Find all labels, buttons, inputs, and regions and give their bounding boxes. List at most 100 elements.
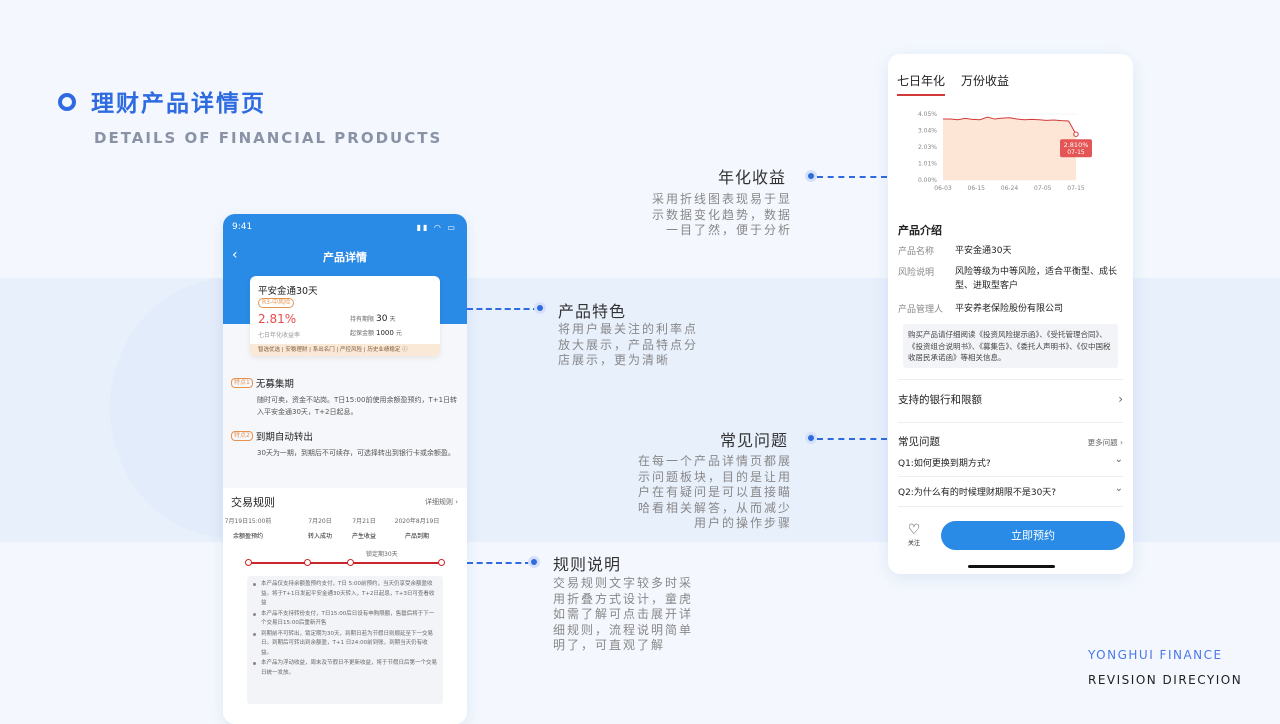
timeline-dot: [304, 559, 311, 566]
rules-box: 本产品仅支持余额盈预约支付，T日 5:00前预约，当天仍享受余额盈收益。将于T+…: [247, 576, 443, 704]
annotation-desc: 在每一个产品详情页都展示问题板块，目的是让用户在有疑问是可以直接瞄哈看相关解答，…: [638, 454, 793, 530]
hold-unit: 天: [389, 316, 396, 323]
tab-per-10k[interactable]: 万份收益: [961, 74, 1010, 88]
x-tick-label: 06-24: [1001, 185, 1019, 192]
timeline-line: [247, 562, 443, 564]
divider: [898, 506, 1123, 507]
feature-desc: 随时可卖，资金不站岗。T日15:00前使用余额盈预约，T+1日转入平安金通30天…: [257, 396, 458, 416]
timeline-step: 7月20日转入成功: [291, 516, 349, 542]
annotation-desc: 交易规则文字较多时采用折叠方式设计，童虎如需了解可点击展开详细规则，流程说明简单…: [553, 576, 694, 652]
status-time: 9:41: [232, 222, 253, 232]
annotation-line: [467, 308, 539, 310]
divider: [898, 379, 1123, 380]
min-value: 1000: [376, 329, 394, 337]
lock-period: 锁定期30天: [363, 549, 401, 558]
favorite-label: 关注: [907, 540, 920, 547]
trade-rules: 交易规则 详细规则 › 7月19日15:00前余额盈预约 7月20日转入成功 7…: [223, 488, 467, 724]
favorite-button[interactable]: ♡ 关注: [904, 522, 924, 547]
faq-question: Q1:如何更换到期方式?: [898, 459, 991, 469]
page-title: 理财产品详情页: [91, 91, 266, 117]
annotation-title: 年化收益: [718, 168, 787, 187]
divider: [898, 476, 1123, 477]
annotation-dot-icon: [805, 432, 817, 444]
product-info-phone: 七日年化 万份收益 4.05% 3.04% 2.03% 1.01% 0.00%06-03 0…: [888, 54, 1133, 574]
bank-limits-label: 支持的银行和限额: [898, 394, 982, 406]
field-key: 产品管理人: [898, 305, 944, 315]
timeline-label: 产生收益: [351, 533, 376, 540]
faq-item[interactable]: Q1:如何更换到期方式?⌄: [898, 454, 1123, 469]
annotation-title: 常见问题: [720, 431, 789, 450]
brand-line-1: YONGHUI FINANCE: [1088, 648, 1223, 662]
series-line: [943, 116, 1077, 135]
x-tick-label: 07-05: [1034, 185, 1052, 192]
divider: [898, 422, 1123, 423]
chevron-right-icon: ›: [1118, 392, 1123, 406]
tab-seven-day[interactable]: 七日年化: [897, 72, 946, 96]
timeline-label: 转入成功: [307, 533, 332, 540]
rate-value: 2.81%: [258, 312, 297, 326]
y-tick-label: 3.04%: [918, 128, 937, 135]
timeline-label: 产品到期: [404, 533, 429, 540]
rule-item: 本产品不支持转份支付，T日15:00后日设有申购限额，售罄后将于下一个交易日15…: [253, 610, 437, 629]
notice-box[interactable]: 购买产品请仔细阅读《投资风险提示函》、《受托管理合同》、《投资组合说明书》、《募…: [903, 324, 1118, 368]
heart-plus-icon: ♡: [907, 522, 921, 538]
rule-item: 到期前不可转出，锁定期为30天，到期日若为节假日则顺延至下一交易日。到期后可转出…: [253, 630, 437, 659]
brand-line-2: REVISION DIRECYION: [1088, 673, 1243, 687]
intro-title: 产品介绍: [898, 224, 942, 237]
field-value: 风险等级为中等风险，适合平衡型、成长型、进取型客户: [955, 267, 1118, 291]
annotation-desc: 采用折线图表现易于显示数据变化趋势，数据一目了然，便于分析: [651, 192, 792, 237]
field-key: 风险说明: [898, 268, 935, 278]
faq-item[interactable]: Q2:为什么有的时候理财期限不是30天? ⌄: [898, 483, 1123, 498]
hold-label: 持有期限: [350, 316, 375, 323]
faq-question: Q2:为什么有的时候理财期限不是30天?: [898, 488, 1057, 498]
y-tick-label: 1.01%: [918, 161, 937, 168]
callout-box: [1060, 139, 1092, 158]
annotation-line: [817, 176, 887, 178]
timeline-dot: [347, 559, 354, 566]
y-tick-label: 4.05%: [918, 111, 937, 118]
chevron-down-icon: ⌄: [1114, 483, 1123, 494]
reserve-button[interactable]: 立即预约: [941, 521, 1125, 550]
min-unit: 元: [395, 330, 402, 337]
timeline-dot: [438, 559, 445, 566]
rules-more-link[interactable]: 详细规则 ›: [424, 498, 458, 506]
rules-title: 交易规则: [231, 496, 275, 509]
feature-tag: 特点1: [231, 377, 253, 388]
timeline-step: 7月21日产生收益: [335, 516, 393, 542]
annotation-dot-icon: [528, 556, 540, 568]
chart-tabs: 七日年化 万份收益: [897, 72, 1025, 96]
back-icon[interactable]: ‹: [232, 247, 238, 263]
x-tick-label: 06-03: [934, 185, 952, 192]
y-tick-label: 0.00%: [918, 177, 937, 184]
feature-title: 到期自动转出: [255, 431, 313, 443]
field-value: 平安养老保险股份有限公司: [955, 304, 1064, 314]
timeline-date: 7月21日: [352, 518, 376, 525]
annotation-dot-icon: [534, 302, 546, 314]
faq-more-link[interactable]: 更多问题 ›: [1087, 438, 1123, 447]
feature-strip: 智选优选 | 安稳理财 | 系出名门 | 严控风险 | 历史业绩稳定 ⓘ: [250, 344, 440, 356]
annotation-title: 规则说明: [553, 555, 622, 574]
annotation-line: [817, 438, 887, 440]
callout-value: 2.810%: [1064, 141, 1089, 149]
y-tick-label: 2.03%: [918, 144, 937, 151]
annotation-dot-icon: [805, 170, 817, 182]
field-value: 平安金通30天: [955, 246, 1012, 256]
status-icons: ▮▮ ◠ ▭: [416, 223, 457, 232]
product-name: 平安金通30天: [258, 286, 318, 297]
bank-limits-row[interactable]: 支持的银行和限额 ›: [898, 392, 1123, 407]
faq-title: 常见问题: [898, 436, 940, 448]
faq-header: 常见问题 更多问题 ›: [898, 434, 1123, 449]
rule-item: 本产品为浮动收益，周末及节假日不更新收益，将于节假日后第一个交易日统一发放。: [253, 659, 437, 678]
timeline-date: 7月19日15:00前: [224, 518, 272, 525]
nav-title: 产品详情: [323, 251, 367, 264]
page-subtitle: DETAILS OF FINANCIAL PRODUCTS: [94, 129, 443, 147]
timeline-step: 7月19日15:00前余额盈预约: [223, 516, 277, 542]
